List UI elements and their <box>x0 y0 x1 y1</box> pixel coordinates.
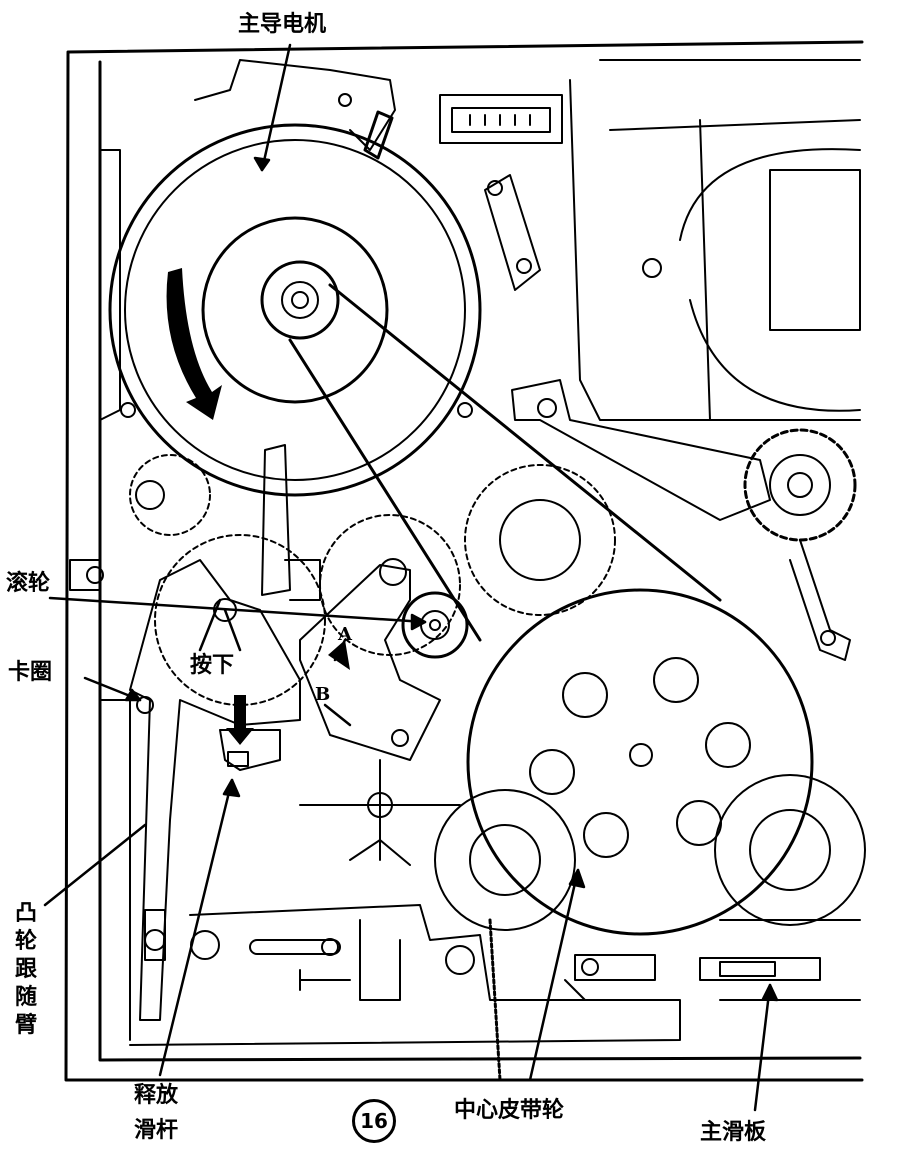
motor-spindle <box>281 281 319 319</box>
motor-screw-1 <box>338 93 352 107</box>
leader-main-slide <box>753 983 772 1112</box>
press-down-arrow <box>226 695 254 745</box>
motor-hub <box>260 260 340 340</box>
label-retaining-ring: 卡圈 <box>8 660 53 685</box>
label-release-slider-line2: 滑杆 <box>134 1118 179 1143</box>
figure-number: 16 <box>352 1099 396 1143</box>
left-hole <box>86 566 104 584</box>
marker-b: B <box>315 684 331 705</box>
rotation-arrow <box>166 268 222 420</box>
marker-a: A <box>338 624 352 645</box>
motor-bracket <box>194 59 396 151</box>
leader-capstan-motor <box>260 43 292 172</box>
motor-ring-3 <box>201 216 389 404</box>
brake-arm <box>511 379 851 661</box>
chassis-inner-frame <box>99 149 131 1041</box>
pinch-roller-assembly <box>299 558 469 761</box>
leader-press-down-b <box>223 608 242 652</box>
connector-block <box>439 94 563 144</box>
leader-marker-a <box>333 638 347 662</box>
leader-marker-b <box>323 703 352 727</box>
label-main-slide-plate: 主滑板 <box>700 1120 767 1145</box>
pinch-roller <box>401 591 469 659</box>
label-press-down: 按下 <box>190 653 235 678</box>
main-slide-plate <box>129 904 861 1082</box>
motor-spindle-core <box>291 291 309 309</box>
label-release-slider-line1: 释放 <box>134 1083 179 1108</box>
capstan-shaft-arm <box>261 444 321 601</box>
label-pinch-roller: 滚轮 <box>6 571 51 596</box>
label-center-belt-pulley: 中心皮带轮 <box>454 1098 565 1123</box>
left-notch <box>69 559 101 591</box>
leader-center-pulley <box>528 868 580 1082</box>
reel-table <box>569 59 861 421</box>
lower-pulleys <box>434 774 866 931</box>
motor-ring-2 <box>124 139 466 481</box>
motor-screw-2 <box>120 402 136 418</box>
motor-outer-ring <box>108 123 482 497</box>
sensor-bracket <box>484 174 541 291</box>
leader-press-down-a <box>198 598 222 652</box>
label-cam-follower-arm: 凸 轮 跟 随 臂 <box>14 901 37 1038</box>
leader-lines <box>43 43 779 1112</box>
motor-tab <box>363 110 394 160</box>
motor-screw-3 <box>457 402 473 418</box>
cam-follower-mechanism <box>129 559 461 1021</box>
drive-belt <box>288 283 722 642</box>
capstan-motor <box>108 59 482 497</box>
chassis-outline <box>64 40 864 1082</box>
center-belt-pulley <box>466 588 814 936</box>
label-capstan-motor: 主导电机 <box>238 12 327 37</box>
idler-gear <box>743 428 857 542</box>
leader-pinch-roller <box>48 596 427 624</box>
leader-cam-follower <box>43 823 147 907</box>
leader-release-slider <box>158 778 234 1077</box>
